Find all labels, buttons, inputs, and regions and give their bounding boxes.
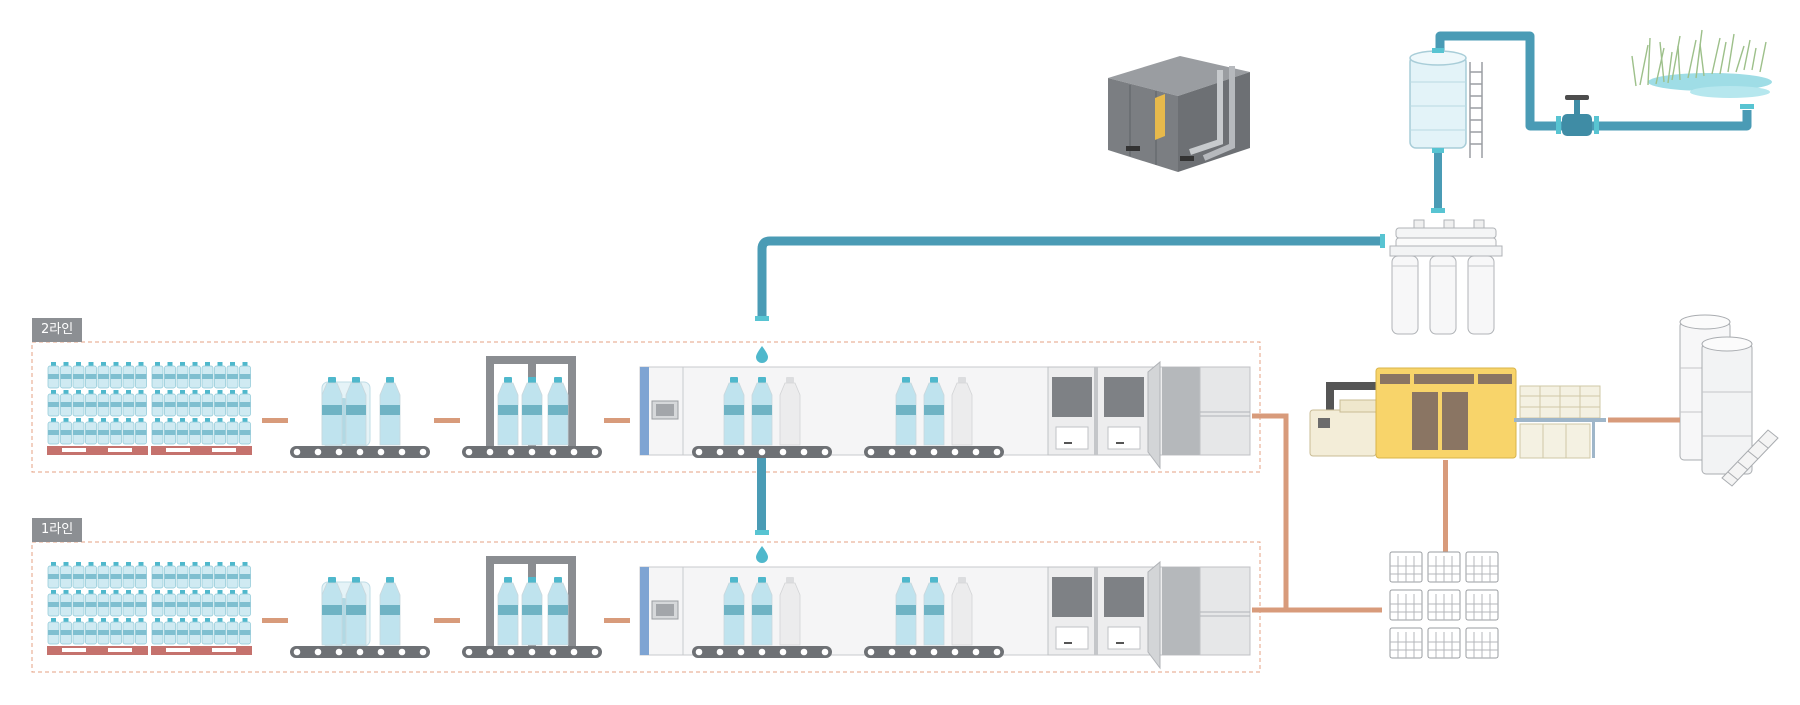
empty-bottle-icon (779, 377, 801, 446)
empty-bottle-icon (779, 577, 801, 646)
bottle-icon (751, 577, 773, 646)
conveyor-icon (290, 646, 430, 658)
bottle-icon (321, 377, 343, 446)
flow-connector (262, 618, 288, 623)
crate-icon (1389, 589, 1423, 621)
pallet-stack-icon (151, 562, 252, 655)
bottle-icon (345, 377, 367, 446)
water-source-icon (1631, 29, 1772, 98)
bottle-icon (547, 377, 569, 446)
flow-connector (434, 418, 460, 423)
bottle-icon (379, 577, 401, 646)
source-pipe (1435, 31, 1752, 131)
crate-icon (1465, 627, 1499, 659)
generator-icon (1108, 56, 1250, 172)
bottle-icon (521, 577, 543, 646)
bottle-icon (321, 577, 343, 646)
washer-cabinet-icon (1047, 560, 1251, 670)
bottle-icon (723, 377, 745, 446)
bottle-icon (895, 577, 917, 646)
water-tower-icon (1409, 48, 1483, 158)
conveyor-icon (462, 446, 602, 458)
washer-cabinet-icon (1047, 360, 1251, 470)
line-label-1: 1라인 (32, 518, 83, 542)
production-line (31, 341, 1261, 473)
production-lines (31, 341, 1261, 673)
production-line (31, 541, 1261, 673)
molder-to-crates-connector (1443, 460, 1448, 552)
bottle-icon (379, 377, 401, 446)
bottle-icon (497, 377, 519, 446)
bottle-icon (923, 377, 945, 446)
bottle-icon (497, 577, 519, 646)
preform-crate-icon (1389, 551, 1499, 659)
flow-connector (604, 418, 630, 423)
supply-pipe (757, 236, 1382, 318)
crate-icon (1389, 627, 1423, 659)
crate-icon (1427, 627, 1461, 659)
flow-connector (262, 418, 288, 423)
pallet-stack-icon (151, 362, 252, 455)
crate-icon (1427, 589, 1461, 621)
crate-icon (1427, 551, 1461, 583)
bottle-icon (751, 377, 773, 446)
bottle-icon (547, 577, 569, 646)
blow-molding-machine-icon (1375, 367, 1517, 459)
water-drop-icon (756, 346, 768, 363)
preform-feeder-icon (1309, 382, 1377, 457)
bottle-icon (923, 577, 945, 646)
crate-icon (1389, 551, 1423, 583)
conveyor-icon (462, 646, 602, 658)
bottle-icon (345, 577, 367, 646)
line-label-2: 2라인 (32, 318, 83, 342)
lines-to-molder-connector (1252, 413, 1382, 613)
water-drop-icon (756, 546, 768, 563)
bottle-sorter-icon (1514, 385, 1606, 459)
conveyor-icon (692, 646, 832, 658)
flow-connector (434, 618, 460, 623)
conveyor-icon (290, 446, 430, 458)
valve-icon (1556, 95, 1599, 136)
conveyor-icon (692, 446, 832, 458)
crate-icon (1465, 589, 1499, 621)
inter-line-pipe (757, 458, 766, 532)
bottle-icon (895, 377, 917, 446)
filter-icon (1389, 219, 1503, 335)
pallet-stack-icon (47, 562, 148, 655)
bottle-icon (723, 577, 745, 646)
tower-down-pipe (1434, 153, 1442, 213)
conveyor-icon (864, 646, 1004, 658)
empty-bottle-icon (951, 577, 973, 646)
empty-bottle-icon (951, 377, 973, 446)
bottle-icon (521, 377, 543, 446)
flow-connector (604, 618, 630, 623)
pellet-silo-icon (1679, 314, 1779, 487)
crate-icon (1465, 551, 1499, 583)
pallet-stack-icon (47, 362, 148, 455)
conveyor-icon (864, 446, 1004, 458)
